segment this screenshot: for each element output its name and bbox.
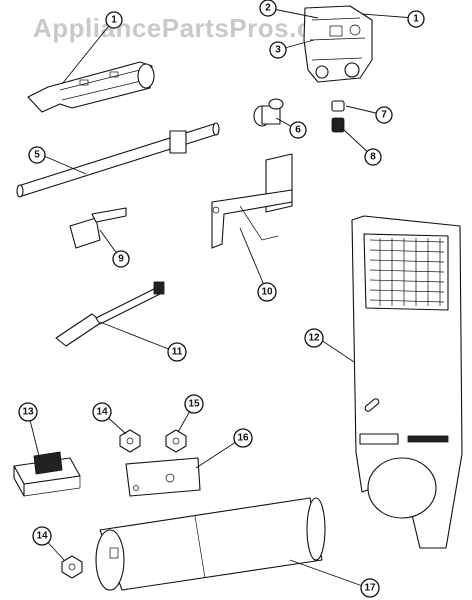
- callout-17: 17: [360, 578, 380, 598]
- svg-text:10: 10: [261, 287, 273, 298]
- part-nut-a: [119, 429, 141, 453]
- svg-text:8: 8: [370, 152, 376, 163]
- part-small-cap: [331, 100, 345, 112]
- svg-text:3: 3: [275, 45, 281, 56]
- callout-11: 11: [167, 342, 187, 362]
- callout-16: 16: [233, 428, 253, 448]
- svg-text:1: 1: [111, 15, 117, 26]
- part-clip: [69, 207, 127, 249]
- svg-text:14: 14: [36, 531, 48, 542]
- callout-12: 12: [304, 328, 324, 348]
- callout-1-top-right: 1: [407, 10, 425, 28]
- svg-text:17: 17: [364, 583, 376, 594]
- part-switch: [13, 451, 81, 497]
- callout-8: 8: [364, 148, 382, 166]
- callout-1-top-left: 1: [105, 11, 123, 29]
- svg-text:1: 1: [413, 14, 419, 25]
- part-heat-shield: [125, 457, 201, 497]
- part-nut-c: [61, 555, 83, 579]
- callout-5: 5: [28, 146, 46, 164]
- callout-14-lower: 14: [32, 526, 52, 546]
- part-nut-b: [165, 429, 187, 453]
- part-combustion-chamber: [95, 497, 326, 591]
- callout-6: 6: [289, 121, 307, 139]
- watermark-text: AppliancePartsPros.com: [33, 13, 352, 43]
- svg-text:11: 11: [172, 347, 183, 358]
- part-gas-valve: [303, 5, 373, 83]
- callout-10: 10: [257, 282, 277, 302]
- svg-text:2: 2: [265, 3, 271, 14]
- svg-text:13: 13: [22, 407, 34, 418]
- svg-text:6: 6: [295, 125, 301, 136]
- part-gas-pipe: [16, 122, 220, 198]
- part-fitting: [253, 98, 284, 127]
- svg-text:16: 16: [237, 433, 249, 444]
- svg-text:7: 7: [381, 110, 387, 121]
- callout-9: 9: [112, 250, 130, 268]
- svg-text:15: 15: [188, 399, 200, 410]
- callout-13: 13: [18, 402, 38, 422]
- part-small-orifice: [331, 117, 345, 133]
- svg-text:9: 9: [118, 254, 124, 265]
- svg-text:5: 5: [34, 150, 40, 161]
- part-duct-cover: [351, 215, 463, 549]
- part-igniter: [55, 281, 165, 347]
- callout-15: 15: [184, 394, 204, 414]
- part-burner-bracket: [27, 61, 155, 113]
- svg-text:14: 14: [96, 407, 108, 418]
- callout-2: 2: [259, 0, 277, 17]
- callout-14-upper: 14: [92, 402, 112, 422]
- part-mount-bracket: [211, 153, 293, 249]
- callout-7: 7: [375, 106, 393, 124]
- callout-3: 3: [269, 41, 287, 59]
- svg-text:12: 12: [308, 333, 320, 344]
